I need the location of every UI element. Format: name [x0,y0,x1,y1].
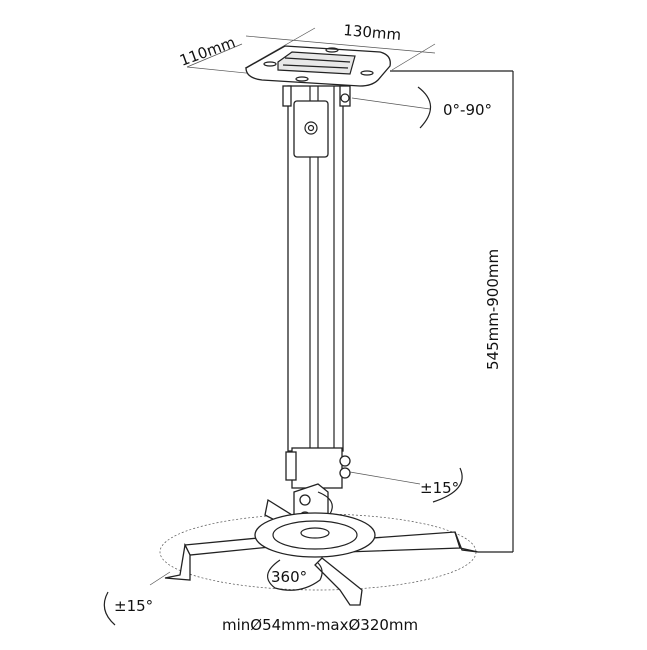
diameter-range-label: minØ54mm-maxØ320mm [222,616,418,634]
plate-depth-label: 110mm [177,33,238,70]
height-range-label: 545mm-900mm [484,249,502,370]
ceiling-plate [245,45,391,87]
tilt-arrow-icon [103,591,116,626]
tilt-top-label: 0°-90° [443,101,492,119]
rotation-label: 360° [271,568,307,586]
tilt-mid-label: ±15° [420,479,459,497]
rotation-arrow-icon [267,559,323,591]
tilt-arrow-icon [417,86,432,129]
tilt-base-label: ±15° [114,597,153,615]
height-dimension-line [390,70,514,553]
plate-width-label: 130mm [343,21,402,44]
telescopic-column [282,85,351,489]
spider-base [164,498,479,606]
tilt-arrow-icon [432,467,463,503]
